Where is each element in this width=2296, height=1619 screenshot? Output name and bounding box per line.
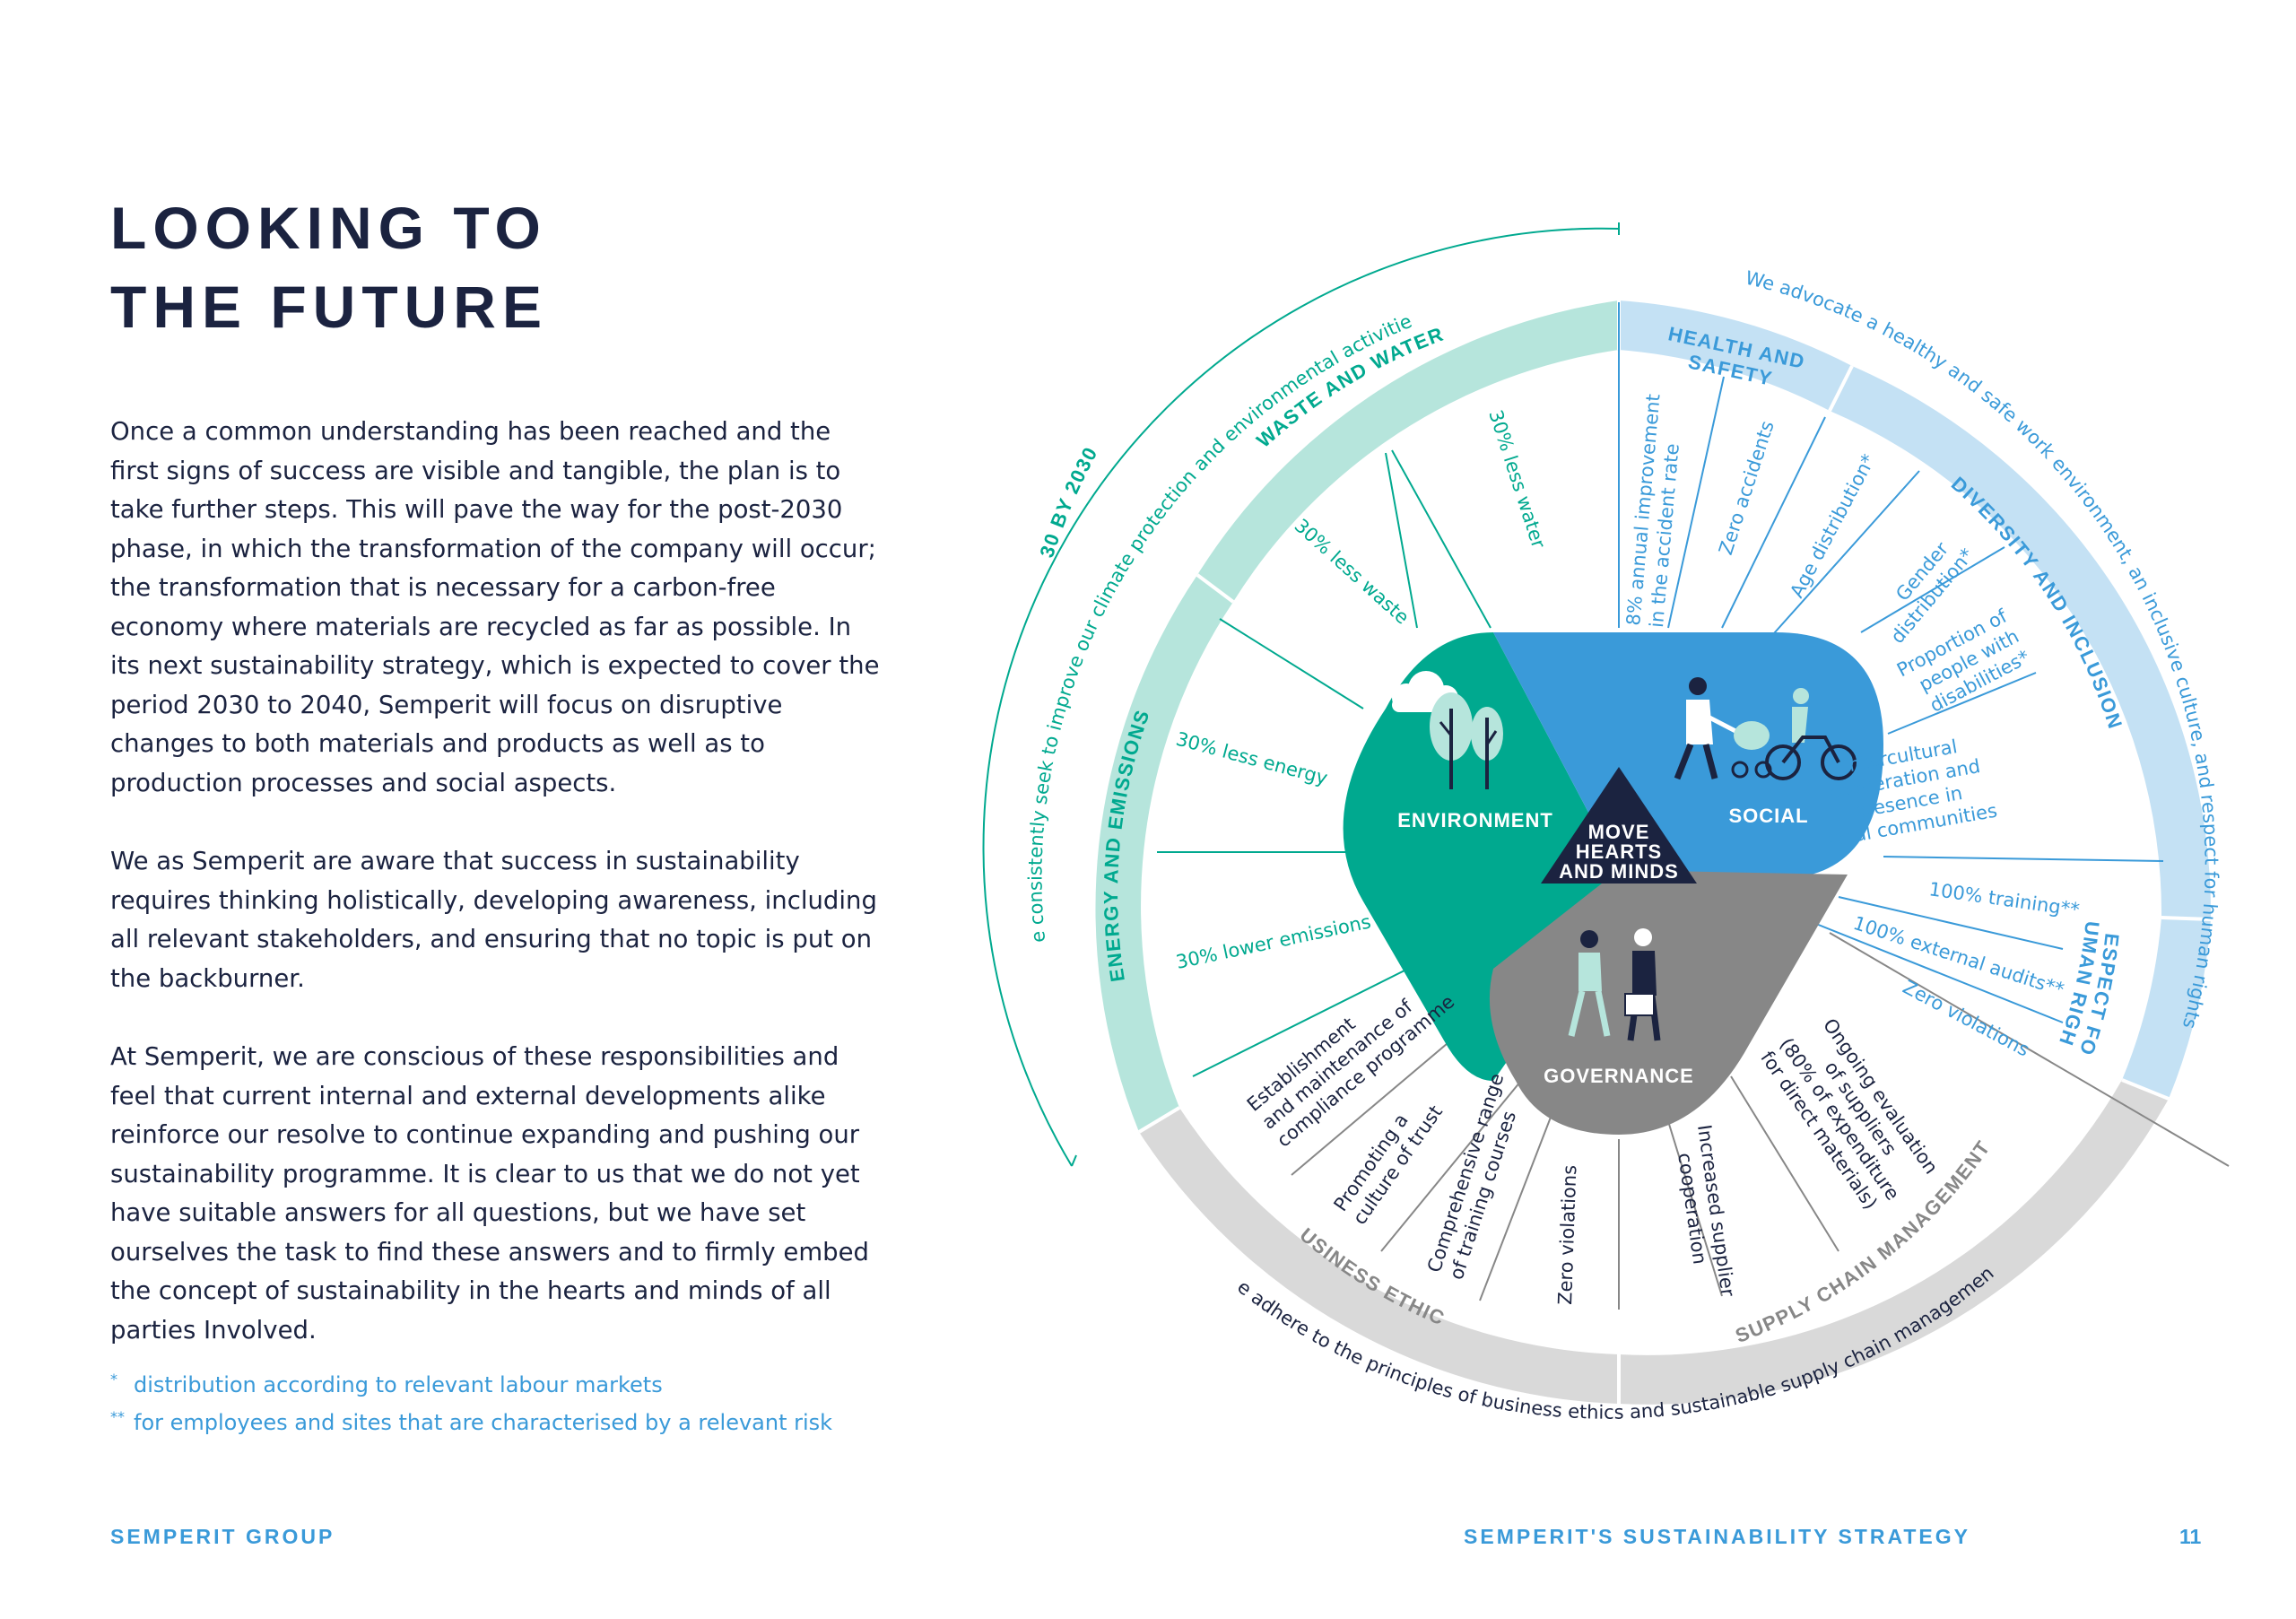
person-walking-icon	[1568, 930, 1611, 1037]
footnote-text: for employees and sites that are charact…	[134, 1410, 833, 1435]
footnote-mark: **	[110, 1408, 125, 1425]
core-label-social: SOCIAL	[1728, 805, 1808, 827]
footnote-mark: *	[110, 1371, 117, 1388]
item-training: 100% training**	[1927, 878, 2081, 920]
social-illustration	[1674, 677, 1857, 780]
item-zero-violations-be: Zero violations	[1554, 1164, 1580, 1305]
bicycle-icon	[1765, 688, 1857, 780]
footnote-1: * distribution according to relevant labo…	[110, 1366, 832, 1404]
footnotes: * distribution according to relevant labo…	[110, 1366, 832, 1441]
core-label-governance: GOVERNANCE	[1544, 1065, 1694, 1087]
environment-illustration	[1392, 671, 1503, 789]
paragraph-2: We as Semperit are aware that success in…	[110, 847, 877, 993]
item-age-distribution: Age distribution*	[1786, 450, 1880, 601]
core-governance	[1489, 870, 1848, 1135]
trees-icon	[1430, 692, 1503, 789]
ring-waste-water	[1197, 300, 1619, 602]
bracket-label: "30 BY 2030"	[0, 0, 1102, 561]
paragraph-3: At Semperit, we are conscious of these r…	[110, 1042, 869, 1345]
footnote-2: ** for employees and sites that are chara…	[110, 1404, 832, 1441]
outer-ring	[1095, 300, 2212, 1405]
item-less-energy: 30% less energy	[1174, 728, 1330, 789]
core-labels: ENVIRONMENT SOCIAL GOVERNANCE MOVE HEART…	[1397, 805, 1808, 1087]
item-zero-violations-hr: Zero violations	[1900, 976, 2033, 1060]
person-stroller-icon	[1674, 677, 1772, 780]
ring-energy-emissions	[1095, 575, 1233, 1132]
page-title: LOOKING TO THE FUTURE	[110, 188, 548, 346]
core-center-line-2: HEARTS	[1576, 840, 1662, 863]
item-lower-emissions: 30% lower emissions	[1174, 910, 1373, 973]
ring-supply-chain	[1619, 1080, 2169, 1405]
governance-illustration	[1568, 928, 1661, 1041]
spokes	[1157, 302, 2230, 1310]
ring-health-safety	[1619, 300, 1852, 411]
paragraph-1: Once a common understanding has been rea…	[110, 417, 880, 797]
item-zero-accidents: Zero accidents	[1715, 418, 1779, 557]
footnote-text: distribution according to relevant labou…	[134, 1372, 663, 1397]
statement-environment: We consistently seek to improve our clim…	[0, 0, 1415, 944]
core-center-triangle	[1541, 767, 1697, 883]
body-text: Once a common understanding has been rea…	[110, 413, 882, 1389]
briefcase-icon	[1624, 993, 1655, 1016]
ring-human-rights	[2122, 918, 2211, 1099]
footer-section-title: SEMPERIT'S SUSTAINABILITY STRATEGY	[1464, 1525, 1970, 1548]
core-label-environment: ENVIRONMENT	[1397, 809, 1553, 831]
title-line-2: THE FUTURE	[110, 274, 548, 340]
core-center-line-1: MOVE	[1588, 821, 1650, 843]
ring-diversity-inclusion	[1830, 366, 2212, 919]
footer-company: SEMPERIT GROUP	[110, 1525, 335, 1548]
item-less-water: 30% less water	[1484, 407, 1550, 551]
person-briefcase-icon	[1624, 928, 1661, 1041]
title-line-1: LOOKING TO	[110, 195, 547, 261]
outer-statements: We consistently seek to improve our clim…	[0, 0, 2222, 1423]
ring-business-ethics	[1139, 1108, 1619, 1404]
core-center-line-3: AND MINDS	[1559, 860, 1679, 883]
page-number: 11	[2179, 1525, 2202, 1548]
item-less-waste: 30% less waste	[1291, 515, 1413, 629]
